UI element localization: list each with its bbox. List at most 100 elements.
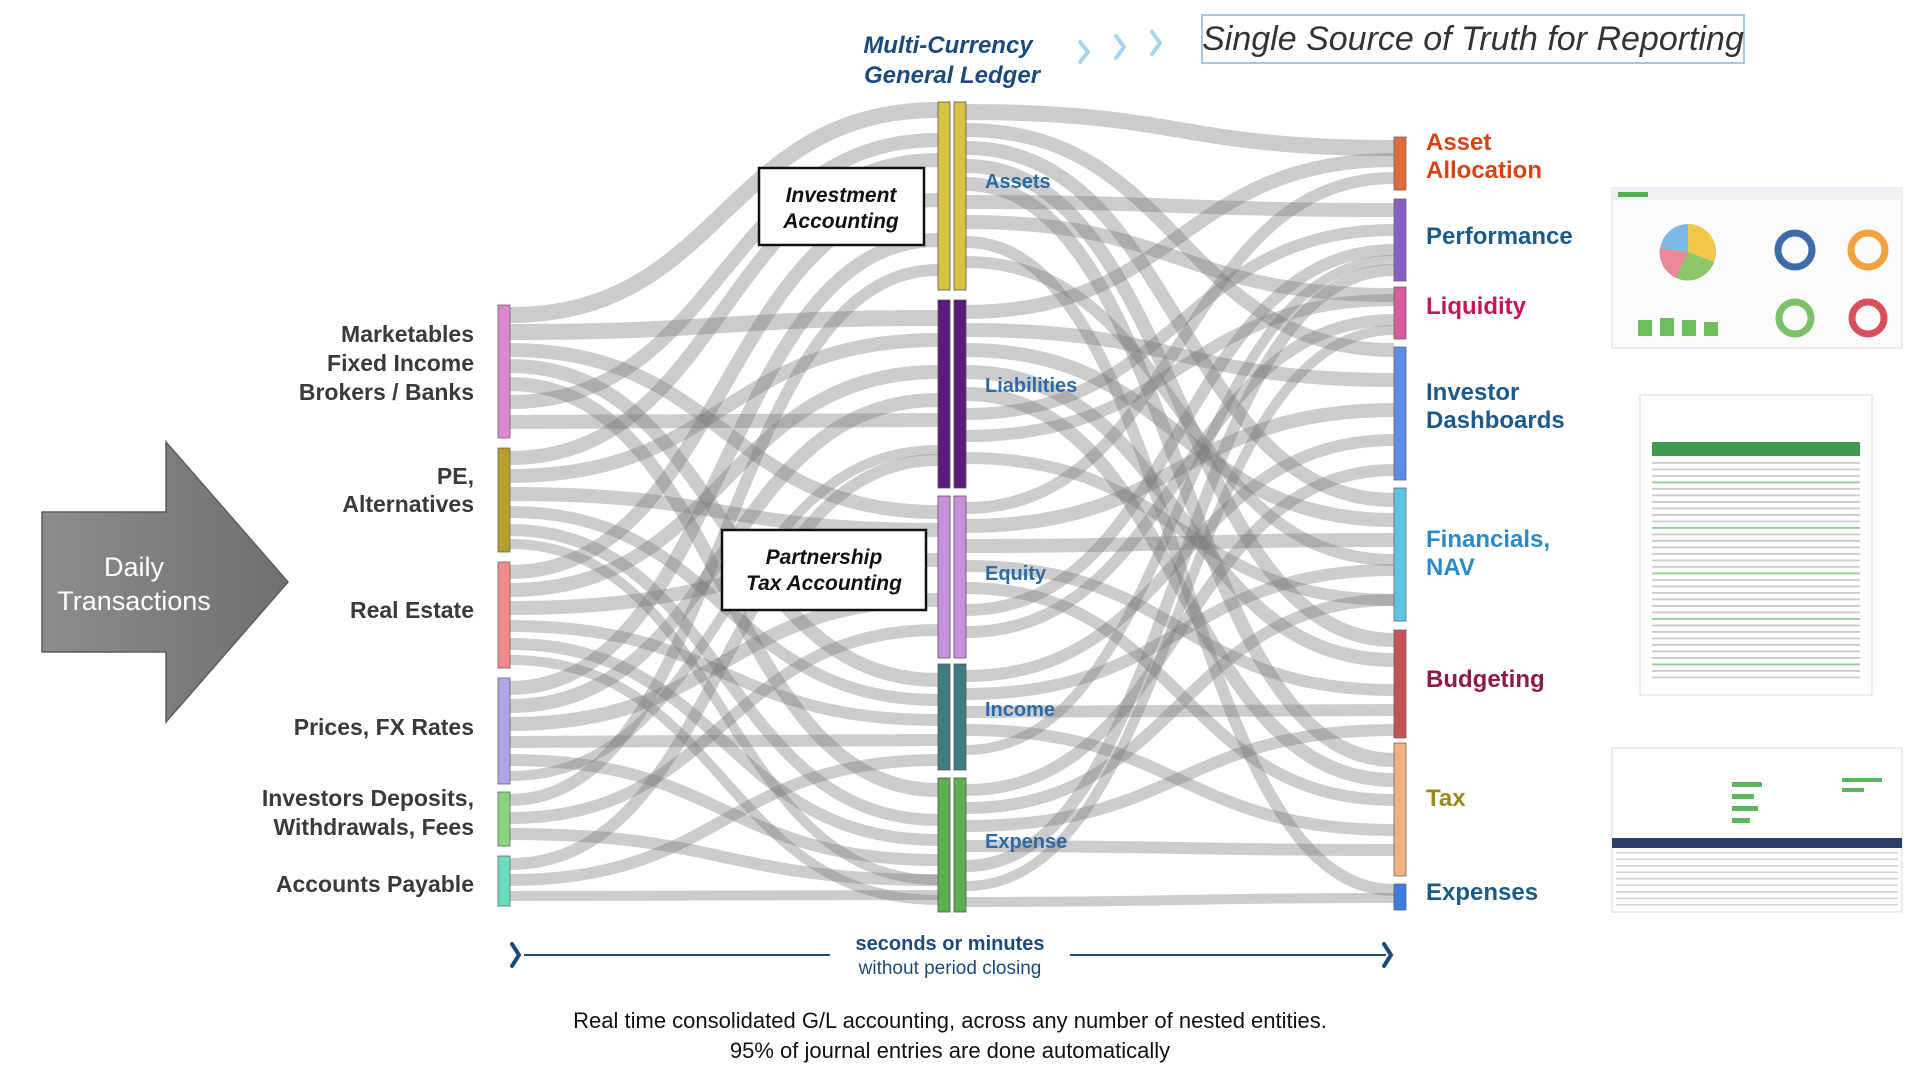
report-row: [1652, 566, 1860, 568]
flow-band-right-3: [965, 141, 1395, 507]
flow-band-left-28: [509, 828, 939, 886]
output-node-o6: [1393, 629, 1407, 739]
source-label-s1-line2: Fixed Income: [327, 350, 474, 376]
dashboard-thumbnail-image: [1611, 187, 1903, 349]
report-row: [1652, 520, 1860, 523]
report-row: [1652, 657, 1860, 659]
flow-band-left-23: [509, 734, 939, 748]
flow-band-right-19: [965, 403, 1395, 533]
stock-row: [1616, 878, 1898, 880]
ledger-label-assets: Assets: [985, 171, 1051, 193]
source-label-s2-line1: PE,: [437, 463, 474, 489]
chevron-right-icon: [1078, 30, 1163, 64]
flow-band-right-22: [965, 582, 1395, 806]
flow-band-left-15: [509, 365, 939, 597]
report-row: [1652, 468, 1860, 471]
flow-band-left-25: [509, 445, 939, 781]
report-row: [1652, 644, 1860, 646]
stock-details-thumbnail-image: [1611, 747, 1903, 913]
flow-band-right-7: [965, 215, 1395, 302]
partnership-tax-accounting-box: Partnership Tax Accounting: [720, 528, 928, 612]
flow-band-right-16: [965, 294, 1395, 442]
source-node-s3: [497, 561, 511, 669]
source-nodes: [497, 304, 511, 907]
source-node-s4: [497, 677, 511, 785]
flow-band-left-17: [509, 620, 939, 726]
report-row: [1652, 481, 1860, 484]
output-label-o5-line1: Financials,: [1426, 526, 1550, 553]
stock-row: [1616, 891, 1898, 893]
report-row: [1652, 592, 1860, 594]
flow-band-right-21: [965, 560, 1395, 696]
report-row: [1652, 507, 1860, 510]
flow-band-right-6: [965, 195, 1395, 217]
flow-band-left-20: [509, 233, 939, 695]
flow-band-right-31: [965, 594, 1395, 814]
flow-band-right-9: [965, 256, 1395, 566]
output-node-o2: [1393, 198, 1407, 282]
flow-band-left-9: [509, 333, 939, 483]
output-label-o1-line1: Asset: [1426, 129, 1491, 156]
flow-band-right-32: [965, 724, 1395, 832]
stock-row: [1616, 884, 1898, 887]
flow-band-right-14: [965, 387, 1395, 787]
output-label-o3-line1: Liquidity: [1426, 293, 1527, 320]
report-row: [1652, 514, 1860, 516]
flow-band-right-18: [965, 172, 1395, 514]
flow-band-right-1: [965, 104, 1395, 156]
source-node-s2: [497, 447, 511, 553]
source-label-s1-line3: Brokers / Banks: [299, 379, 474, 405]
report-row: [1652, 462, 1860, 464]
source-node-s1: [497, 304, 511, 439]
ledger-node-income-secondary: [953, 663, 967, 771]
partnership-box-line1: Partnership: [766, 546, 883, 569]
ledger-to-output-flows: [965, 104, 1395, 907]
flow-band-right-12: [965, 343, 1395, 527]
flow-band-left-2: [509, 310, 939, 340]
flow-band-right-30: [965, 464, 1395, 796]
output-labels: AssetAllocationPerformanceLiquidityInves…: [1426, 129, 1573, 906]
ledger-node-equity-secondary: [953, 495, 967, 659]
ledger-node-expense: [937, 777, 951, 913]
output-node-o4: [1393, 346, 1407, 481]
flow-band-right-8: [965, 236, 1395, 896]
flow-band-right-20: [965, 533, 1395, 553]
daily-transactions-label-line1: Daily: [104, 552, 165, 582]
ledger-node-liabilities: [937, 299, 951, 489]
financials-report-thumbnail-image: [1639, 394, 1873, 696]
flow-band-right-34: [965, 264, 1395, 872]
flow-band-right-28: [965, 724, 1395, 836]
footer-line1: Real time consolidated G/L accounting, a…: [573, 1008, 1327, 1033]
source-label-s2-line2: Alternatives: [342, 491, 474, 517]
partnership-box-line2: Tax Accounting: [746, 572, 902, 595]
flow-band-right-10: [965, 153, 1395, 319]
source-label-s5-line2: Withdrawals, Fees: [274, 814, 474, 840]
report-row: [1652, 501, 1860, 503]
output-label-o4-line2: Dashboards: [1426, 407, 1565, 434]
flow-band-left-31: [509, 890, 939, 901]
report-row: [1652, 559, 1860, 562]
source-label-s1-line1: Marketables: [341, 321, 474, 347]
ledger-label-expense: Expense: [985, 831, 1067, 853]
flow-band-left-7: [509, 413, 939, 429]
flow-band-left-27: [509, 624, 939, 824]
gl-title-line2: General Ledger: [864, 62, 1042, 89]
report-row: [1652, 533, 1860, 536]
report-row: [1652, 598, 1860, 601]
output-node-o8: [1393, 883, 1407, 911]
flow-band-left-19: [509, 655, 939, 905]
source-node-s6: [497, 855, 511, 907]
flow-band-left-4: [509, 359, 939, 687]
flow-band-right-24: [965, 314, 1395, 638]
report-row: [1652, 663, 1860, 666]
stock-row: [1616, 858, 1898, 861]
report-row: [1652, 546, 1860, 549]
flow-band-right-15: [965, 224, 1395, 420]
flow-band-left-24: [509, 754, 939, 866]
source-node-s5: [497, 791, 511, 847]
daily-transactions-label-line2: Transactions: [57, 586, 211, 616]
ledger-label-equity: Equity: [985, 563, 1047, 585]
